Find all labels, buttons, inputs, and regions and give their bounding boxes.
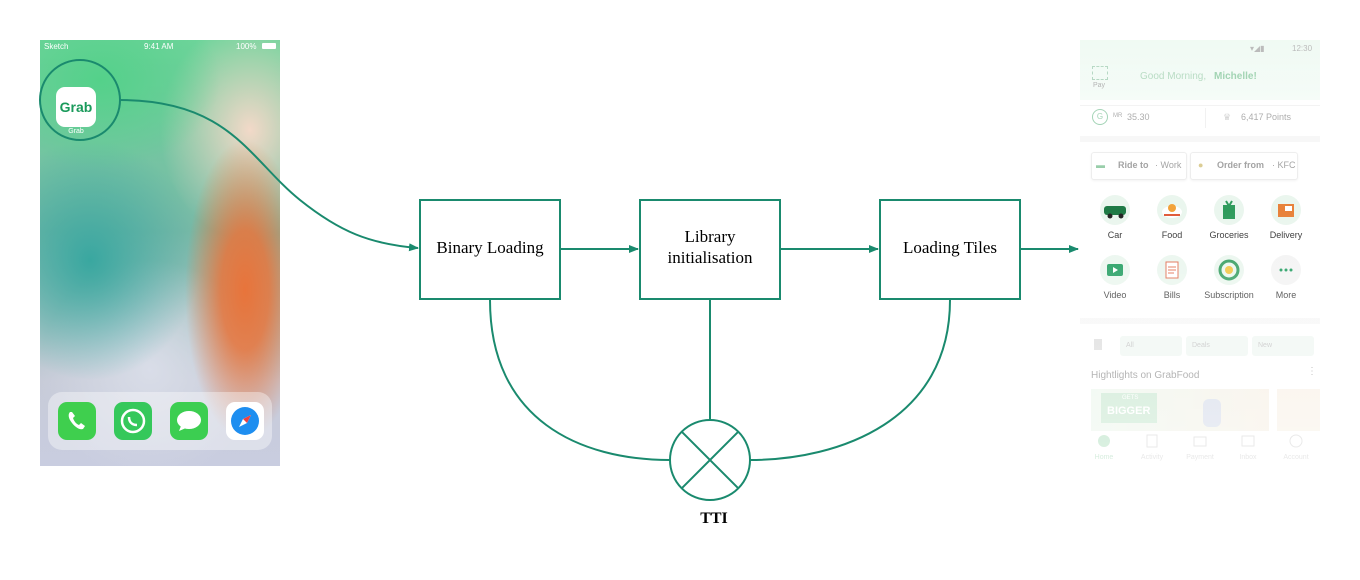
section-spacer [1080, 318, 1320, 324]
promo-small-text: GETS [1122, 395, 1139, 401]
food-icon: ● [1198, 160, 1204, 170]
whatsapp-icon[interactable] [114, 402, 152, 440]
order-card-bold: Order from [1217, 160, 1265, 170]
promo-badge: GETS BIGGER [1101, 393, 1157, 423]
delivery-service-icon [1271, 195, 1301, 225]
section-spacer [1080, 136, 1320, 142]
bookmark-icon[interactable] [1094, 339, 1102, 350]
chip-new[interactable]: New [1252, 336, 1314, 356]
connector-binary-to-tti [489, 299, 671, 461]
clock-label: 9:41 AM [144, 42, 174, 51]
food-service-icon [1157, 195, 1187, 225]
wifi-icon: ▾◢▮ [1250, 44, 1265, 53]
library-init-label-line1: Library [685, 227, 736, 246]
order-card-restaurant: · KFC [1272, 160, 1296, 170]
greeting-text: Good Morning, [1140, 71, 1207, 82]
battery-icon [262, 43, 276, 49]
battery-label: 100% [236, 42, 257, 51]
phone-icon[interactable] [58, 402, 96, 440]
carrier-label: Sketch [44, 42, 69, 51]
home-screen-phone: Sketch 9:41 AM 100% Grab Grab [40, 40, 280, 466]
divider [1205, 108, 1206, 128]
library-init-label-line2: initialisation [668, 248, 753, 267]
safari-icon[interactable] [226, 402, 264, 440]
launch-arrow [119, 99, 419, 252]
grab-app-label: Grab [68, 128, 84, 135]
status-bar: Sketch 9:41 AM 100% [40, 40, 280, 54]
scan-pay-icon[interactable] [1092, 66, 1108, 80]
grabpay-icon: G [1092, 109, 1108, 125]
highlights-title: Hightlights on GrabFood [1091, 370, 1200, 381]
binary-loading-box [419, 199, 561, 300]
video-service-icon [1100, 255, 1130, 285]
grab-logo: Grab [59, 99, 93, 115]
subscription-service-icon [1214, 255, 1244, 285]
tti-label: TTI [700, 510, 728, 527]
library-init-box [639, 199, 781, 300]
connector-tiles-to-tti [749, 299, 951, 461]
grab-app-icon[interactable]: Grab [56, 87, 96, 127]
ride-card-destination: · Work [1155, 160, 1182, 170]
car-icon: ▬ [1096, 160, 1105, 170]
chip-deals[interactable]: Deals [1186, 336, 1248, 356]
loading-tiles-label: Loading Tiles [903, 238, 997, 257]
drink-image [1203, 399, 1221, 427]
promo-big-text: BIGGER [1107, 405, 1151, 417]
app-header [1080, 40, 1320, 100]
bills-service-icon [1157, 255, 1187, 285]
grab-home-screen-phone: ▾◢▮ 12:30 Pay Good Morning, Michelle! G … [1080, 40, 1320, 466]
ride-card-bold: Ride to [1118, 160, 1149, 170]
crown-icon: ♛ [1223, 112, 1232, 122]
more-dots-icon [1271, 255, 1301, 285]
ride-shortcut-card[interactable]: ▬ Ride to · Work [1091, 152, 1187, 180]
car-service-icon [1100, 195, 1130, 225]
order-shortcut-card[interactable]: ● Order from · KFC [1190, 152, 1298, 180]
promo-banner[interactable]: GETS BIGGER [1091, 389, 1269, 431]
divider [1080, 105, 1320, 106]
tti-junction-cross-b [680, 430, 740, 490]
pay-label: Pay [1093, 82, 1106, 89]
wallet-balance[interactable]: 35.30 [1127, 112, 1150, 122]
more-options-icon[interactable]: ⋮ [1307, 366, 1317, 377]
reward-points[interactable]: 6,417 Points [1241, 112, 1292, 122]
dock [48, 392, 272, 450]
messages-icon[interactable] [170, 402, 208, 440]
groceries-service-icon [1214, 195, 1244, 225]
promo-banner-next[interactable] [1277, 389, 1320, 431]
grab-app-highlight-circle [39, 59, 121, 141]
balance-currency: MR [1113, 113, 1123, 119]
binary-loading-label: Binary Loading [436, 238, 544, 257]
chip-all[interactable]: All [1120, 336, 1182, 356]
user-name: Michelle! [1214, 71, 1257, 82]
loading-tiles-box [879, 199, 1021, 300]
status-time: 12:30 [1292, 44, 1313, 53]
